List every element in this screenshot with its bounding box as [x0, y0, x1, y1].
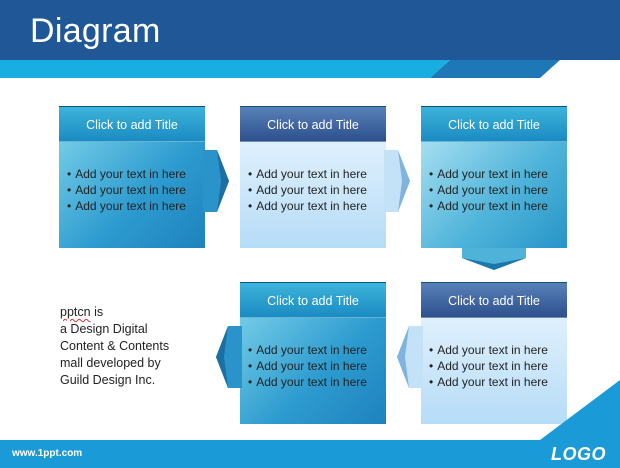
- card-body[interactable]: Add your text in here Add your text in h…: [240, 318, 386, 424]
- description-line: Content & Contents: [60, 339, 170, 353]
- bullet-item: Add your text in here: [429, 358, 567, 374]
- header-stripe: [0, 60, 620, 78]
- bullet-item: Add your text in here: [429, 374, 567, 390]
- card-body[interactable]: Add your text in here Add your text in h…: [59, 142, 205, 248]
- bullet-item: Add your text in here: [429, 166, 567, 182]
- description-text: pptcn is a Design Digital Content & Cont…: [60, 304, 169, 389]
- card-title[interactable]: Click to add Title: [421, 282, 567, 318]
- card-body[interactable]: Add your text in here Add your text in h…: [421, 318, 567, 424]
- header-bar: [0, 0, 620, 60]
- process-card-4: Click to add Title Add your text in here…: [421, 282, 567, 424]
- bullet-item: Add your text in here: [248, 342, 386, 358]
- arrow-left-icon: [216, 326, 242, 388]
- bullet-item: Add your text in here: [67, 182, 205, 198]
- card-title[interactable]: Click to add Title: [421, 106, 567, 142]
- card-title[interactable]: Click to add Title: [240, 106, 386, 142]
- header-corner-diagonal: [556, 20, 620, 60]
- logo: LOGO: [551, 444, 606, 464]
- footer-url[interactable]: www.1ppt.com: [12, 448, 83, 459]
- description-line: mall developed by: [60, 356, 161, 370]
- card-title[interactable]: Click to add Title: [240, 282, 386, 318]
- arrow-left-icon: [397, 326, 423, 388]
- bullet-item: Add your text in here: [248, 374, 386, 390]
- arrow-right-icon: [203, 150, 229, 212]
- bullet-item: Add your text in here: [429, 198, 567, 214]
- bullet-item: Add your text in here: [248, 358, 386, 374]
- arrow-down-icon: [462, 248, 526, 270]
- card-body[interactable]: Add your text in here Add your text in h…: [421, 142, 567, 248]
- process-card-5: Click to add Title Add your text in here…: [240, 282, 386, 424]
- bullet-item: Add your text in here: [248, 198, 386, 214]
- bullet-item: Add your text in here: [429, 342, 567, 358]
- bullet-item: Add your text in here: [67, 198, 205, 214]
- process-card-3: Click to add Title Add your text in here…: [421, 106, 567, 248]
- bullet-item: Add your text in here: [248, 182, 386, 198]
- description-line: Guild Design Inc.: [60, 373, 156, 387]
- process-card-1: Click to add Title Add your text in here…: [59, 106, 205, 248]
- bullet-item: Add your text in here: [67, 166, 205, 182]
- brand-word: pptcn: [60, 305, 91, 319]
- footer-bar: [0, 440, 620, 468]
- card-title[interactable]: Click to add Title: [59, 106, 205, 142]
- description-line: a Design Digital: [60, 322, 148, 336]
- description-line: is: [90, 305, 104, 319]
- process-card-2: Click to add Title Add your text in here…: [240, 106, 386, 248]
- slide-title: Diagram: [30, 12, 161, 50]
- arrow-right-icon: [384, 150, 410, 212]
- card-body[interactable]: Add your text in here Add your text in h…: [240, 142, 386, 248]
- bullet-item: Add your text in here: [429, 182, 567, 198]
- bullet-item: Add your text in here: [248, 166, 386, 182]
